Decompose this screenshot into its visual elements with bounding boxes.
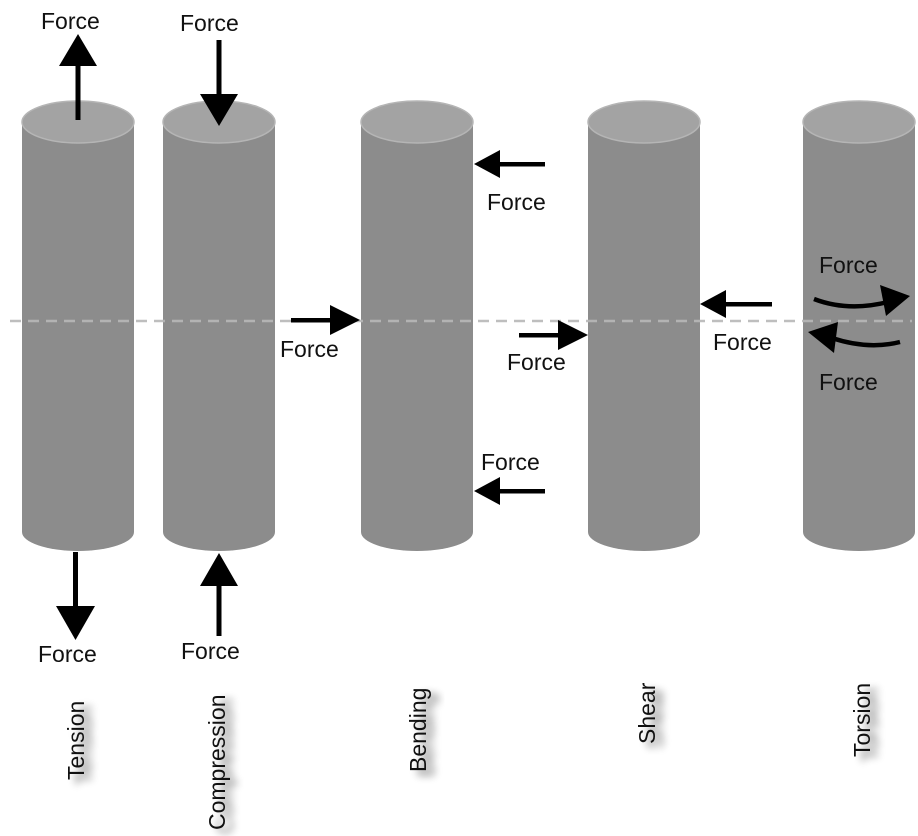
force-label-compression-top: Force xyxy=(180,10,239,36)
force-label-bending-middle: Force xyxy=(280,336,339,362)
cylinder-compression xyxy=(162,100,276,551)
type-label-shear-group: Shear Shear xyxy=(634,682,668,749)
cylinder-bending xyxy=(360,100,474,551)
shear-arrow-right xyxy=(519,320,588,350)
type-label-tension-shadow: Tension xyxy=(71,706,97,785)
type-label-torsion: Torsion xyxy=(849,683,875,757)
type-label-compression-group: Compression Compression xyxy=(204,695,238,835)
force-label-shear-right: Force xyxy=(713,329,772,355)
force-label-compression-bottom: Force xyxy=(181,638,240,664)
force-label-tension-bottom: Force xyxy=(38,641,97,667)
type-label-tension: Tension xyxy=(63,701,89,780)
type-label-tension-group: Tension Tension xyxy=(63,701,97,785)
cylinder-torsion xyxy=(802,100,916,551)
type-label-torsion-group: Torsion Torsion xyxy=(849,683,883,762)
type-label-shear: Shear xyxy=(634,682,660,744)
type-label-shear-shadow: Shear xyxy=(642,687,668,749)
tension-arrow-down xyxy=(56,552,95,640)
type-label-bending: Bending xyxy=(405,688,431,772)
force-label-shear-left: Force xyxy=(507,349,566,375)
bending-arrow-middle-right xyxy=(291,305,360,335)
force-label-torsion-top: Force xyxy=(819,252,878,278)
force-label-tension-top: Force xyxy=(41,8,100,34)
compression-arrow-up xyxy=(200,553,238,636)
type-label-compression-shadow: Compression xyxy=(212,699,238,835)
compression-arrow-down xyxy=(200,40,238,126)
cylinder-tension xyxy=(21,100,135,551)
type-label-bending-group: Bending Bending xyxy=(405,688,439,777)
force-label-torsion-bottom: Force xyxy=(819,369,878,395)
torsion-arrow-top xyxy=(813,285,910,316)
shear-arrow-left xyxy=(700,290,772,318)
type-label-compression: Compression xyxy=(204,695,230,831)
bending-arrow-bottom-left xyxy=(474,477,545,505)
type-label-torsion-shadow: Torsion xyxy=(857,688,883,762)
cylinder-shear xyxy=(587,100,701,551)
bending-arrow-top-left xyxy=(474,150,545,178)
tension-arrow-up xyxy=(59,34,97,120)
torsion-arrow-bottom xyxy=(808,322,901,353)
type-label-bending-shadow: Bending xyxy=(413,693,439,777)
force-label-bending-top: Force xyxy=(487,189,546,215)
force-label-bending-bottom: Force xyxy=(481,449,540,475)
